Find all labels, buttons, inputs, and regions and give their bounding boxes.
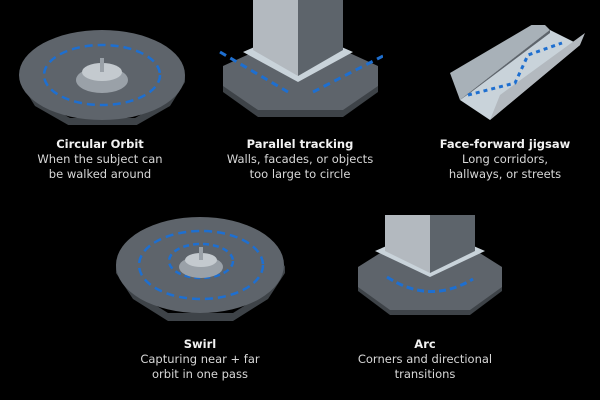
- swirl-icon: [116, 217, 285, 321]
- building-left-face: [385, 215, 430, 273]
- arc-path: [386, 275, 474, 293]
- pattern-desc: too large to circle: [249, 167, 351, 181]
- orbit-path: [42, 43, 162, 107]
- pattern-title: Face-forward jigsaw: [439, 137, 571, 151]
- pattern-title: Circular Orbit: [56, 137, 144, 151]
- pattern-desc: transitions: [394, 367, 456, 381]
- pattern-arc: Arc Corners and directional transitions: [325, 337, 525, 382]
- pattern-parallel-tracking: Parallel tracking Walls, facades, or obj…: [200, 137, 400, 182]
- fountain-spire: [100, 58, 104, 72]
- pattern-title: Swirl: [183, 337, 217, 351]
- face-forward-jigsaw-icon: [450, 25, 585, 120]
- pattern-desc: Capturing near + far: [140, 352, 260, 366]
- pattern-title: Parallel tracking: [246, 137, 354, 151]
- pattern-face-forward-jigsaw: Face-forward jigsaw Long corridors, hall…: [405, 137, 600, 182]
- pattern-desc: be walked around: [48, 167, 152, 181]
- corridor-right-wall: [490, 33, 585, 120]
- pattern-desc: orbit in one pass: [152, 367, 248, 381]
- tracking-path-left: [219, 50, 289, 94]
- swirl-outer-path: [137, 229, 265, 301]
- pattern-title: Arc: [414, 337, 436, 351]
- circular-orbit-icon: [19, 30, 185, 125]
- platform-side: [116, 265, 285, 321]
- building-right-face: [430, 215, 475, 273]
- platform-top: [358, 250, 502, 310]
- fountain-spire: [199, 247, 203, 260]
- parallel-tracking-icon: [219, 0, 383, 117]
- pattern-swirl: Swirl Capturing near + far orbit in one …: [100, 337, 300, 382]
- jigsaw-path: [467, 41, 563, 97]
- pattern-desc: hallways, or streets: [448, 167, 562, 181]
- pattern-desc: Long corridors,: [461, 152, 548, 166]
- tracking-path-right: [312, 54, 383, 94]
- pattern-desc: Walls, facades, or objects: [226, 152, 374, 166]
- building-right-face: [298, 0, 343, 76]
- swirl-inner-path: [167, 242, 235, 280]
- corridor-wall-shadow: [460, 30, 550, 100]
- pattern-desc: Corners and directional: [357, 352, 493, 366]
- building-left-face: [253, 0, 298, 76]
- corridor-left-wall: [450, 25, 550, 100]
- pattern-circular-orbit: Circular Orbit When the subject can be w…: [0, 137, 200, 182]
- arc-icon: [358, 215, 502, 315]
- pattern-desc: When the subject can: [37, 152, 163, 166]
